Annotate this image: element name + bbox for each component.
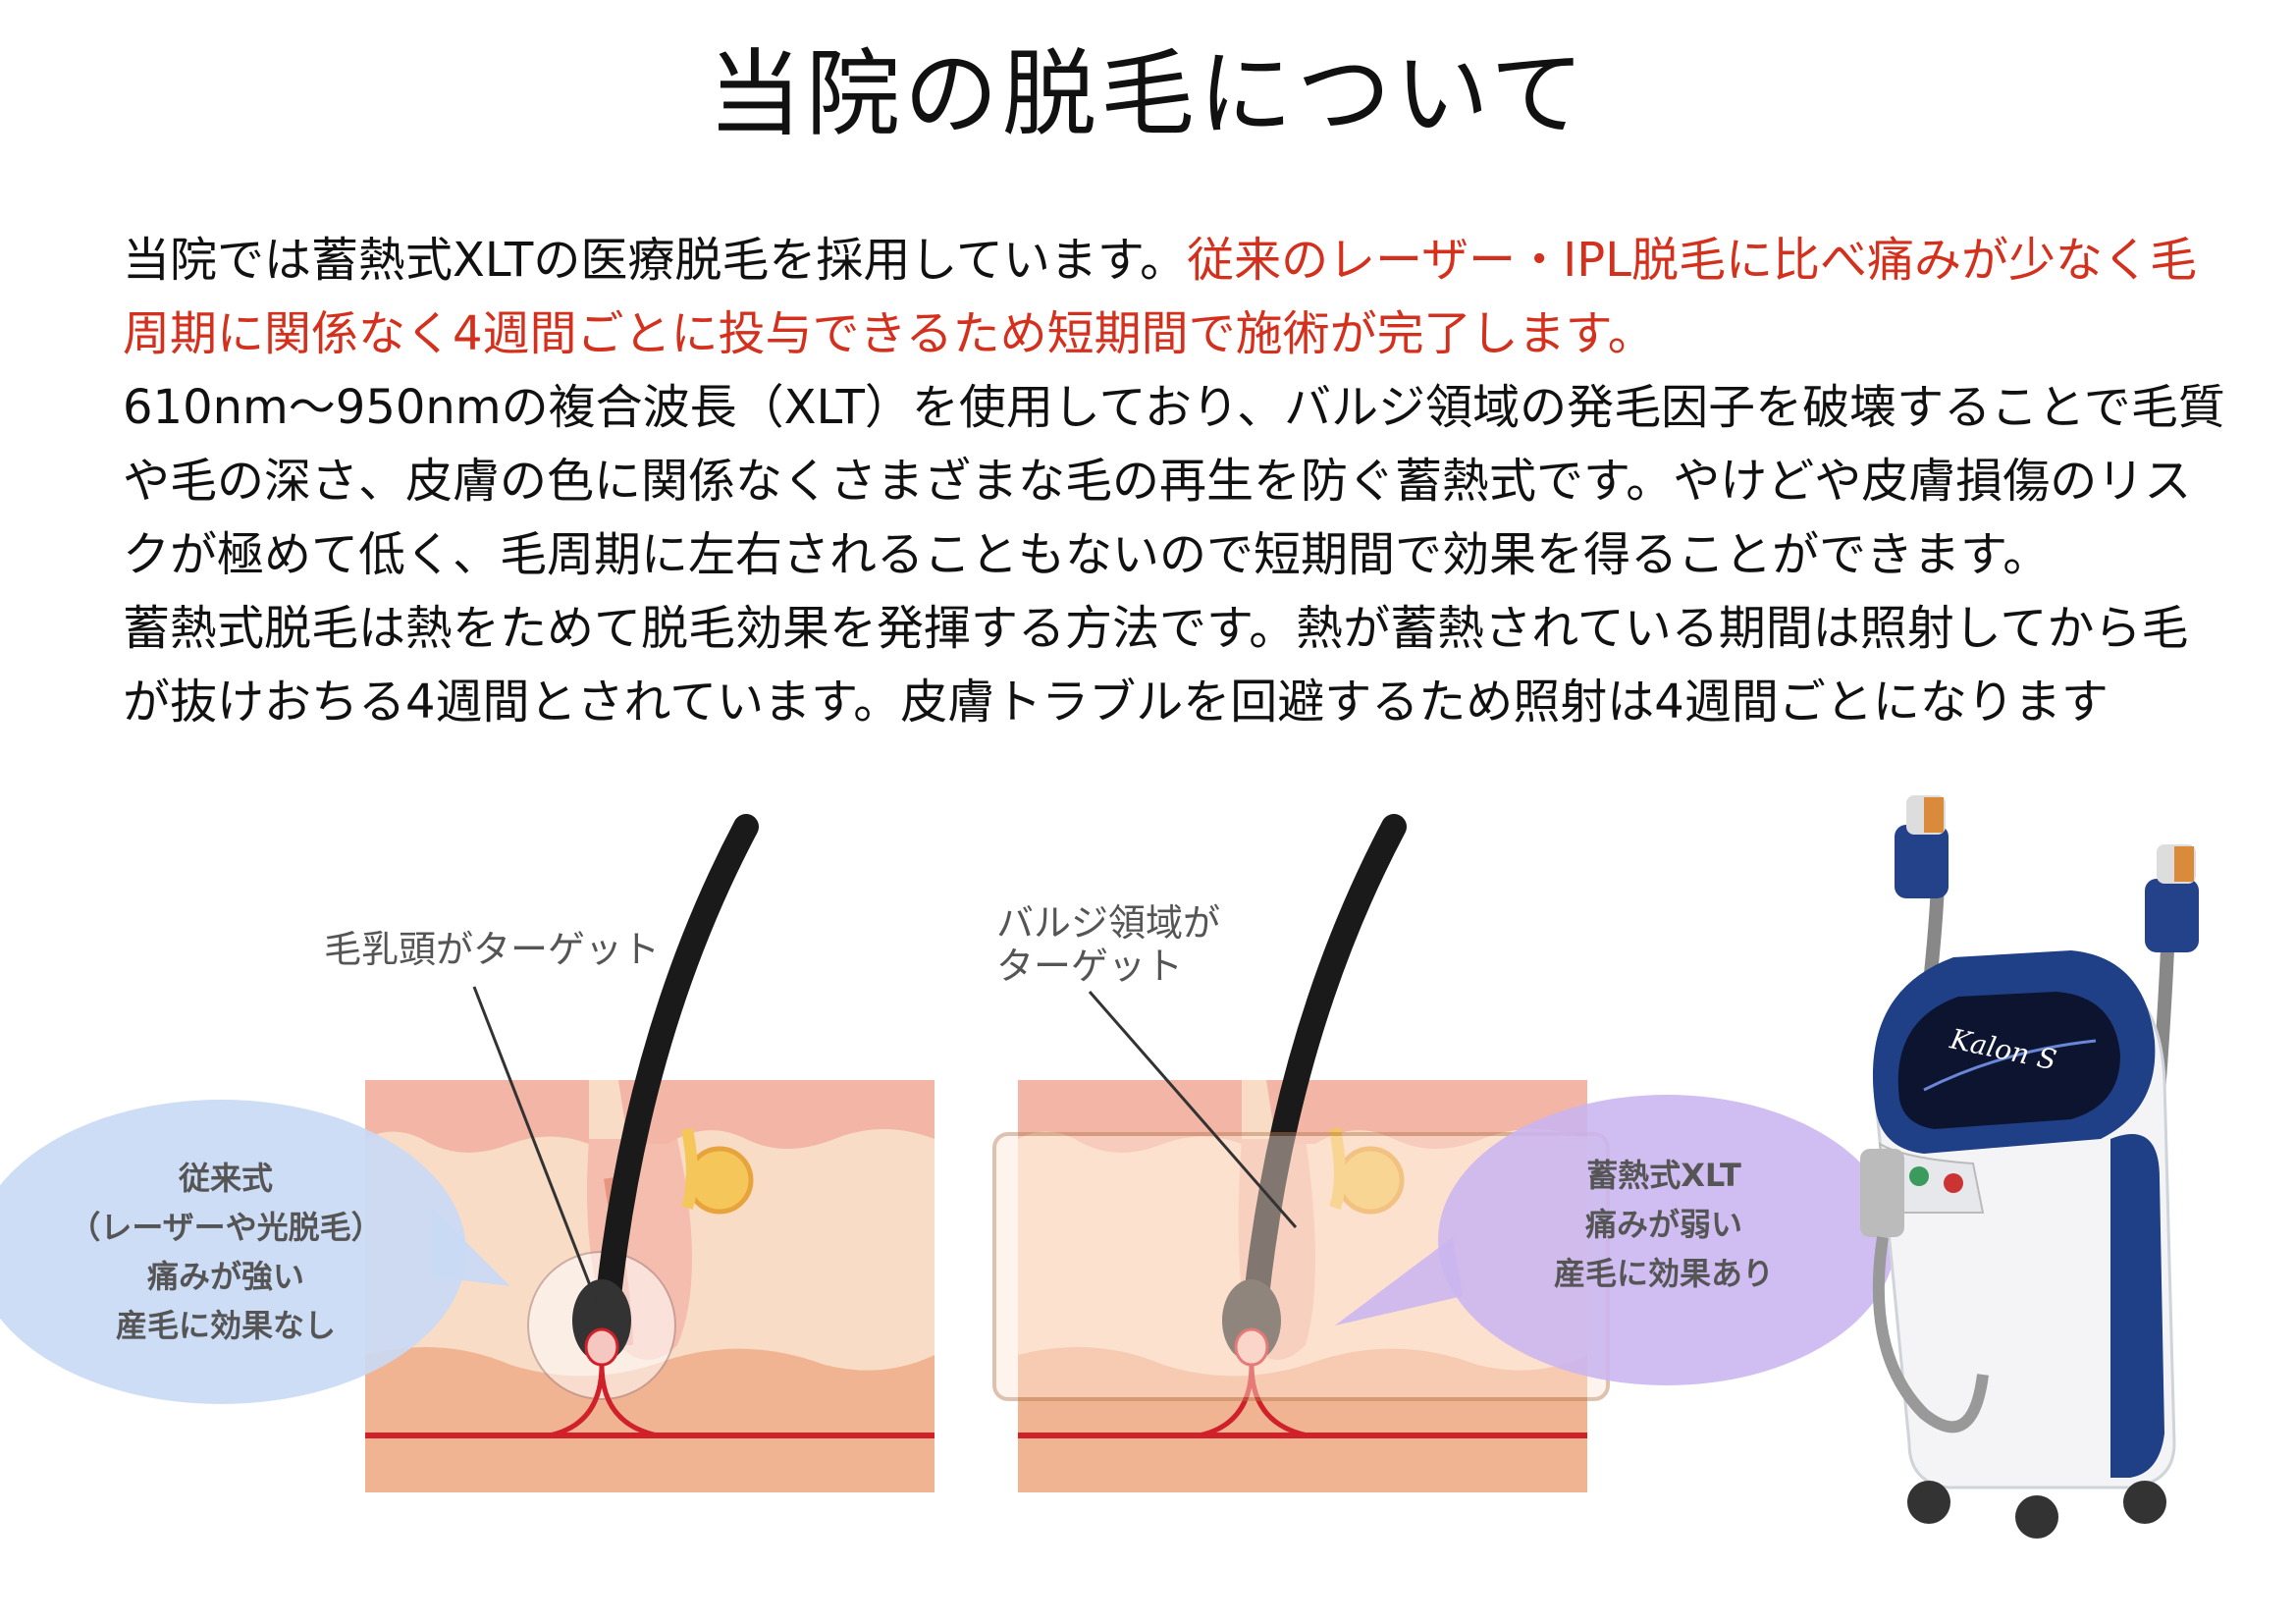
label-dermal-papilla-target: 毛乳頭がターゲット bbox=[324, 928, 661, 971]
callout-conventional-line-4: 産毛に効果なし bbox=[115, 1307, 336, 1344]
paragraph-1: 当院では蓄熱式XLTの医療脱毛を採用しています。従来のレーザー・IPL脱毛に比べ… bbox=[123, 224, 2233, 371]
paragraph-1-emphasis: 従来のレーザー・IPL脱毛に比べ痛みが少なく毛周期に関係なく4週間ごとに投与でき… bbox=[123, 233, 2197, 361]
label-bulge-region-target: バルジ領域が ターゲット bbox=[996, 901, 1220, 988]
callout-conventional-line-2: （レーザーや光脱毛） bbox=[69, 1209, 383, 1246]
callout-xlt-line-1: 蓄熱式XLT bbox=[1586, 1157, 1741, 1194]
paragraph-3: 蓄熱式脱毛は熱をためて脱毛効果を発揮する方法です。熱が蓄熱されている期間は照射し… bbox=[123, 601, 2189, 730]
callout-conventional-line-1: 従来式 bbox=[178, 1160, 273, 1197]
page-title: 当院の脱毛について bbox=[707, 39, 1589, 149]
paragraph-1-text: 当院では蓄熱式XLTの医療脱毛を採用しています。 bbox=[123, 233, 1188, 288]
callout-bubble-xlt bbox=[1438, 1095, 1896, 1385]
callout-xlt: 蓄熱式XLT 痛みが弱い 産毛に効果あり bbox=[1492, 1151, 1836, 1298]
callout-conventional: 従来式 （レーザーや光脱毛） 痛みが強い 産毛に効果なし bbox=[39, 1154, 412, 1350]
paragraph-2: 610nm〜950nmの複合波長（XLT）を使用しており、バルジ領域の発毛因子を… bbox=[123, 380, 2225, 582]
callout-xlt-line-2: 痛みが弱い bbox=[1584, 1206, 1742, 1243]
callout-xlt-line-3: 産毛に効果あり bbox=[1553, 1255, 1774, 1292]
callout-bubble-conventional bbox=[0, 1100, 466, 1404]
description: 当院では蓄熱式XLTの医療脱毛を採用しています。従来のレーザー・IPL脱毛に比べ… bbox=[123, 224, 2233, 739]
xlt-machine-image: Kalon S bbox=[1860, 795, 2199, 1539]
callout-conventional-line-3: 痛みが強い bbox=[146, 1258, 304, 1295]
label-bulge-line-2: ターゲット bbox=[996, 945, 1184, 988]
skin-diagram-xlt bbox=[992, 814, 1610, 1492]
label-bulge-line-1: バルジ領域が bbox=[996, 901, 1221, 945]
skin-diagram-conventional bbox=[365, 814, 934, 1492]
